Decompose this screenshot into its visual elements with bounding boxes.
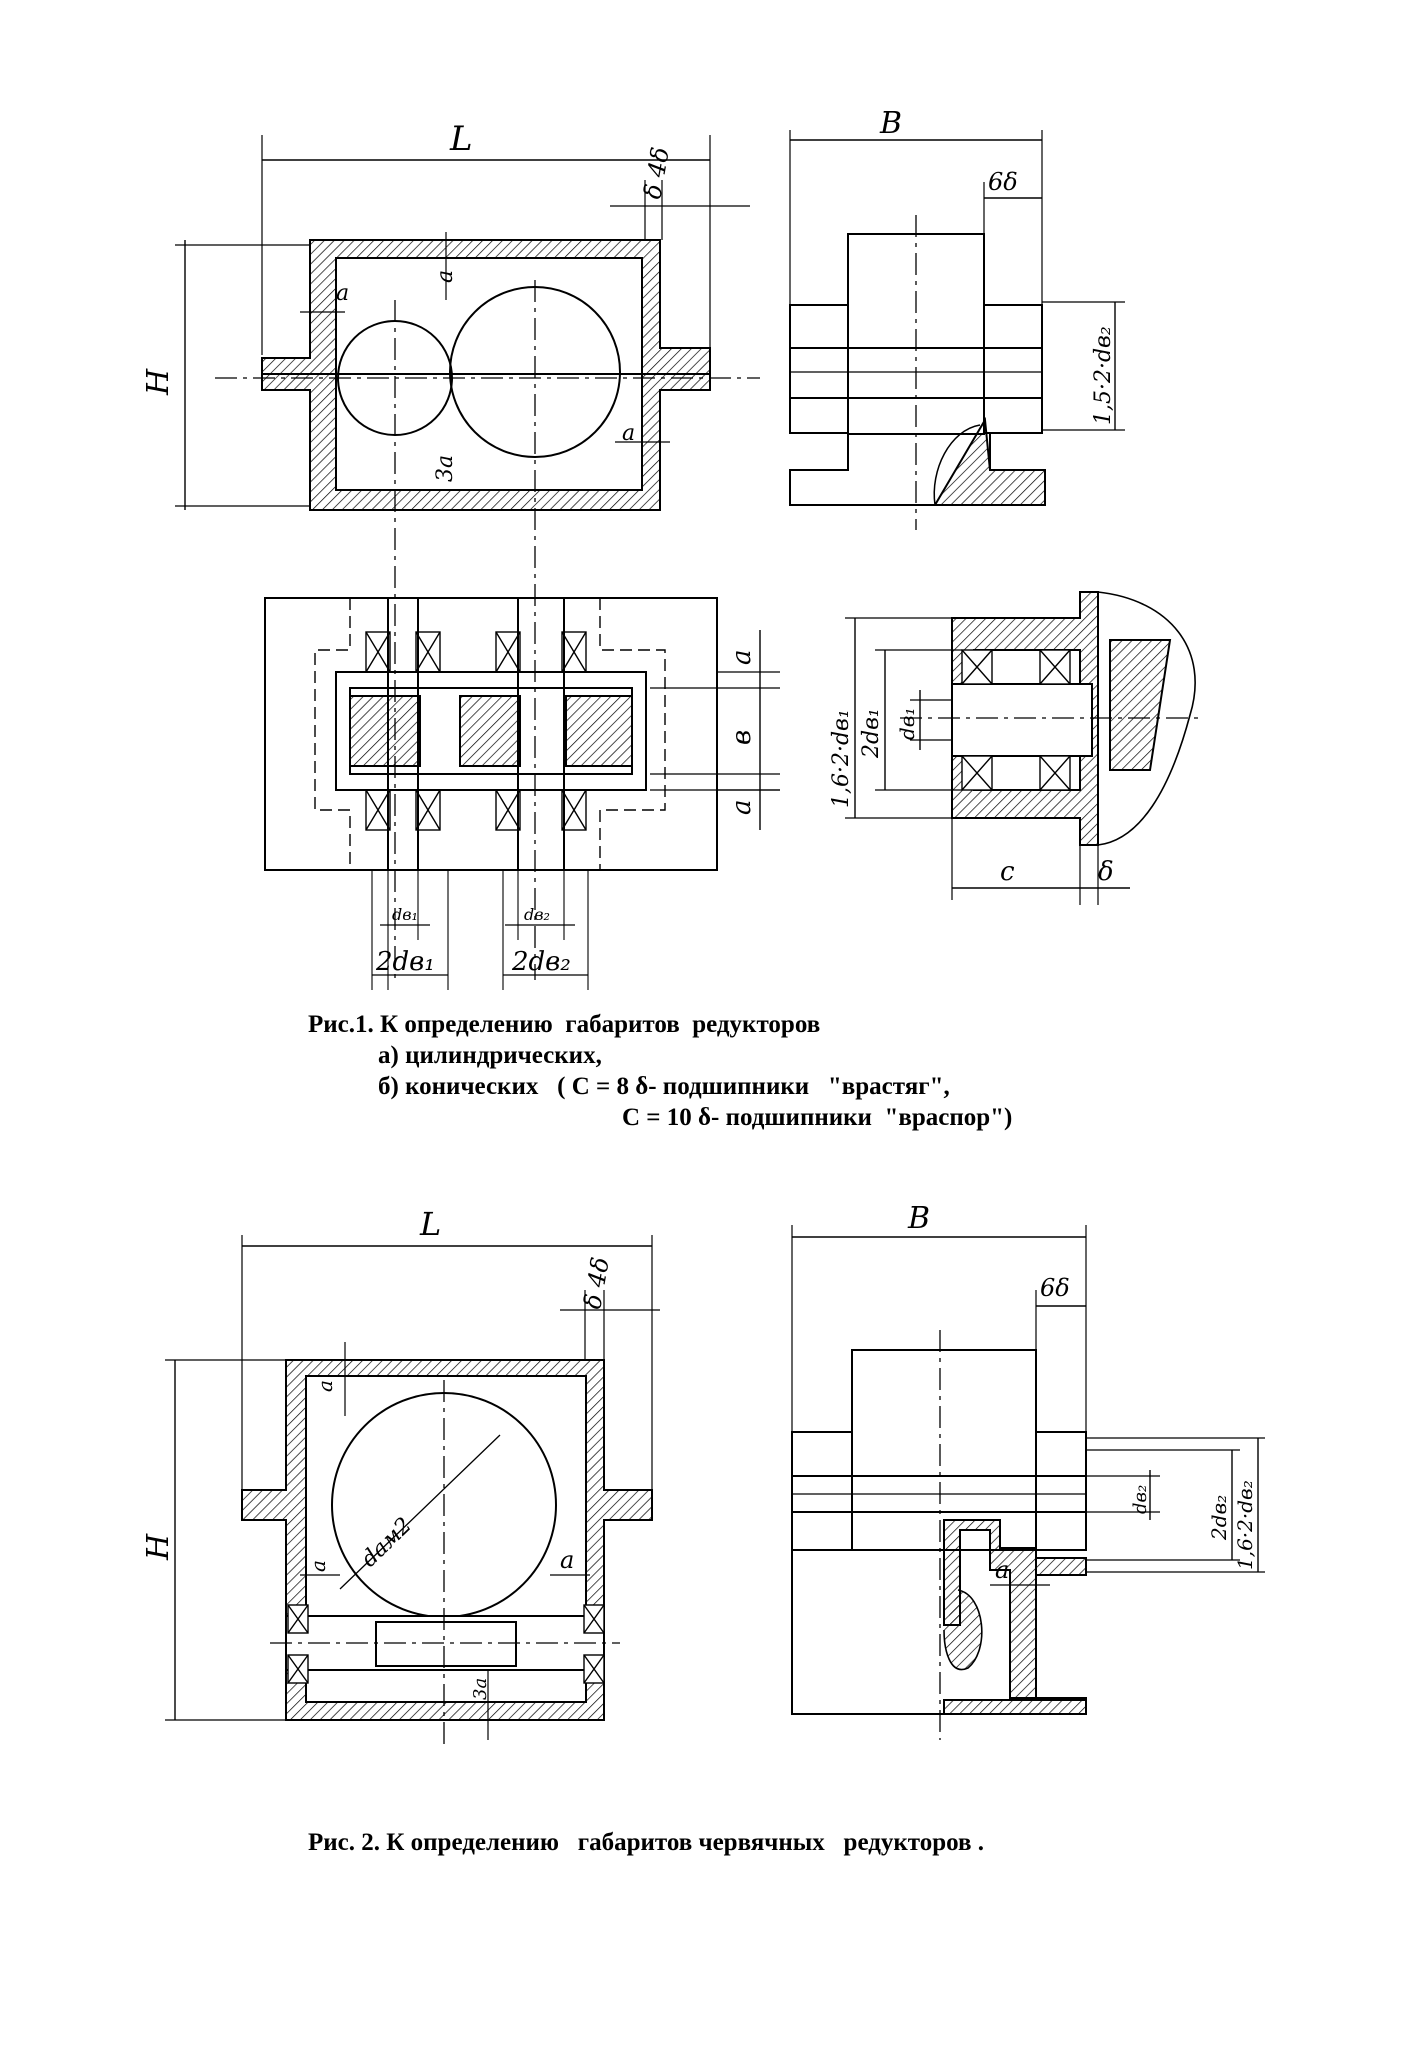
fig2-label-delta-4delta: δ 4δ xyxy=(578,1255,615,1311)
fig1-label-db1-vertical: dв₁ xyxy=(895,708,919,740)
fig2-label-a-top: a xyxy=(313,1380,337,1392)
fig1-label-2db2: 2dв₂ xyxy=(511,947,571,977)
fig2-worm xyxy=(375,1621,517,1667)
fig1-side-wall-hatch xyxy=(933,416,1046,506)
fig2-label-a-side: a xyxy=(995,1556,1009,1584)
fig2-side-view xyxy=(791,1225,1265,1740)
fig2-label-6delta: 6δ xyxy=(1040,1274,1070,1302)
fig1-label-b-plan: в xyxy=(727,730,757,745)
fig1-label-2db1-vertical: 2dв₁ xyxy=(859,708,884,759)
fig1-label-db1: dв₁ xyxy=(392,905,418,924)
fig1-gear-hub-2 xyxy=(459,695,521,767)
fig1-dimension-labels: L B H δ 4δ 6δ a a a 3a 1,5·2·dв₂ a в a d… xyxy=(141,106,1116,977)
fig1-label-db2: dв₂ xyxy=(524,905,550,924)
fig1-caption-line2: а) цилиндрических, xyxy=(378,1042,602,1069)
fig1-label-a-plan-bottom: a xyxy=(727,799,757,815)
fig1-shaft-2 xyxy=(517,597,565,871)
fig1-label-1-6-2-db1: 1,6·2·dв₁ xyxy=(829,709,854,808)
fig1-label-delta: δ xyxy=(1098,857,1114,887)
fig1-gear-hub-3 xyxy=(565,695,633,767)
fig1-label-a-right: a xyxy=(622,421,635,446)
fig1-caption-line1: Рис.1. К определению габаритов редукторо… xyxy=(308,1011,821,1038)
fig1-label-c: c xyxy=(1000,857,1015,887)
fig2-label-db2: dв₂ xyxy=(1130,1485,1151,1514)
fig1-housing-wall xyxy=(261,239,711,511)
fig2-label-2db2: 2dв₂ xyxy=(1207,1495,1231,1541)
fig1-label-2db1: 2dв₁ xyxy=(375,947,435,977)
fig1-label-6delta: 6δ xyxy=(988,168,1018,196)
fig1-label-a-plan-top: a xyxy=(727,649,757,665)
fig1-bevel-gear xyxy=(1109,639,1172,771)
fig2-caption: Рис. 2. К определению габаритов червячны… xyxy=(308,1829,985,1856)
fig1-caption-line3: б) конических ( С = 8 δ- подшипники "вра… xyxy=(378,1073,950,1100)
fig2-label-a-left: a xyxy=(306,1560,330,1572)
fig1-label-3a: 3a xyxy=(433,455,458,482)
fig2-label-H: H xyxy=(141,1533,176,1561)
fig2-label-B: B xyxy=(907,1201,930,1236)
fig1-bevel-node xyxy=(845,591,1200,905)
fig1-label-a-top: a xyxy=(433,270,458,283)
fig2-side-wall-hatch xyxy=(943,1519,1087,1699)
fig1-label-B: B xyxy=(879,106,902,141)
fig1-front-view xyxy=(175,135,760,980)
fig2-front-view xyxy=(165,1235,660,1745)
fig1-bearings xyxy=(365,631,587,831)
fig2-label-1-6-2-db2: 1,6·2·dв₂ xyxy=(1233,1480,1257,1570)
fig1-label-1-5-2-db2: 1,5·2·dв₂ xyxy=(1091,326,1116,425)
fig1-caption-line4: С = 10 δ- подшипники "враспор") xyxy=(622,1104,1013,1131)
fig2-label-L: L xyxy=(419,1205,441,1243)
fig1-side-view xyxy=(789,130,1125,530)
fig1-label-delta-4delta: δ 4δ xyxy=(638,145,675,201)
fig2-label-3a: 3a xyxy=(470,1678,491,1700)
fig2-label-d-am2: dам2 xyxy=(357,1513,417,1572)
fig2-label-a-right: a xyxy=(560,1546,574,1574)
fig1-plan-view xyxy=(264,597,780,990)
fig1-shaft-1 xyxy=(387,597,419,871)
fig1-gear-hub-1 xyxy=(349,695,421,767)
fig1-label-H: H xyxy=(141,368,176,396)
fig1-bevel-bearings xyxy=(961,649,1071,791)
fig1-label-a-left: a xyxy=(336,281,349,306)
fig1-label-L: L xyxy=(449,119,473,159)
